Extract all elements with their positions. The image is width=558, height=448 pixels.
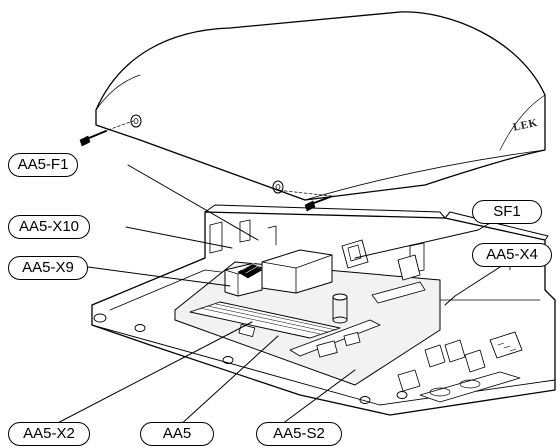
circuit-board [174,239,523,403]
screw-left [79,120,134,147]
leader-lines [49,164,501,428]
cover-lid [95,11,546,201]
callout-sf1: SF1 [472,200,542,224]
callout-aa5-s2: AA5-S2 [256,422,342,446]
callout-aa5-x9: AA5-X9 [8,256,88,280]
callout-aa5: AA5 [140,422,214,446]
screw-right [275,189,333,212]
callout-aa5-x10: AA5-X10 [8,215,90,239]
callout-aa5-x4: AA5-X4 [472,243,552,267]
callout-aa5-x2: AA5-X2 [8,422,90,446]
callout-aa5-f1: AA5-F1 [8,153,78,177]
